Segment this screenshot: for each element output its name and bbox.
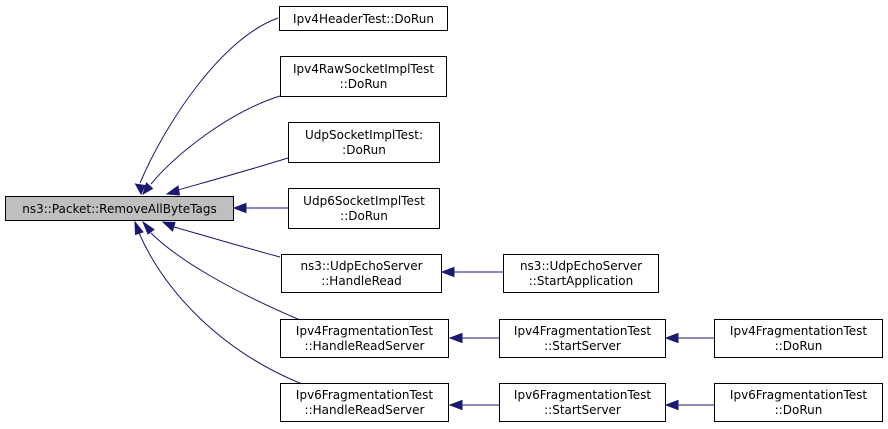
arrowhead — [134, 183, 146, 196]
node-box — [280, 319, 449, 358]
node-label-line2: :DoRun — [342, 143, 386, 157]
arrowhead — [440, 266, 455, 278]
node-box — [288, 188, 440, 229]
node-box — [714, 319, 883, 358]
arrowhead — [448, 332, 463, 344]
node-label-line1: Ipv6FragmentationTest — [730, 388, 867, 402]
node-label: ns3::Packet::RemoveAllByteTags — [22, 202, 216, 216]
edge-udpecho-read-to-root — [173, 226, 281, 258]
node-label-line2: ::DoRun — [340, 209, 388, 223]
node-ipv4raw[interactable]: Ipv4RawSocketImplTest ::DoRun — [280, 56, 447, 97]
node-label-line2: ::StartServer — [544, 403, 621, 417]
node-box — [499, 383, 666, 422]
node-box — [5, 196, 234, 221]
node-box — [280, 383, 449, 422]
node-root[interactable]: ns3::Packet::RemoveAllByteTags — [5, 196, 234, 221]
node-box — [279, 6, 448, 31]
node-box — [281, 254, 442, 293]
node-ipv4frag-run[interactable]: Ipv4FragmentationTest ::DoRun — [714, 319, 883, 358]
arrowhead — [134, 220, 144, 236]
node-label-line1: Ipv6FragmentationTest — [514, 388, 651, 402]
node-label-line2: ::DoRun — [775, 403, 823, 417]
arrowhead — [141, 220, 155, 235]
arrowhead — [142, 182, 154, 196]
node-label-line1: UdpSocketImplTest: — [305, 128, 423, 142]
node-label-line1: ns3::UdpEchoServer — [300, 259, 422, 273]
arrowhead — [448, 399, 463, 411]
node-label-line2: ::HandleReadServer — [305, 339, 425, 353]
edge-ipv4frag-read-to-root — [150, 232, 301, 321]
node-udp6sock[interactable]: Udp6SocketImplTest ::DoRun — [288, 188, 440, 229]
edge-ipv4header-to-root — [139, 17, 279, 184]
node-udpsock[interactable]: UdpSocketImplTest: :DoRun — [288, 122, 440, 163]
node-label-line1: Ipv6FragmentationTest — [296, 388, 433, 402]
node-label-line1: Ipv4FragmentationTest — [296, 324, 433, 338]
node-ipv6frag-start[interactable]: Ipv6FragmentationTest ::StartServer — [499, 383, 666, 422]
node-box — [503, 254, 659, 293]
node-label-line1: Udp6SocketImplTest — [303, 194, 425, 208]
node-label-line2: ::DoRun — [775, 339, 823, 353]
arrowhead — [161, 221, 176, 232]
node-ipv4frag-read[interactable]: Ipv4FragmentationTest ::HandleReadServer — [280, 319, 449, 358]
node-label-line2: ::DoRun — [340, 77, 388, 91]
node-ipv6frag-run[interactable]: Ipv6FragmentationTest ::DoRun — [714, 383, 883, 422]
arrowhead — [232, 202, 247, 214]
node-udpecho-read[interactable]: ns3::UdpEchoServer ::HandleRead — [281, 254, 442, 293]
node-box — [499, 319, 666, 358]
node-label-line2: ::StartApplication — [529, 274, 633, 288]
node-ipv4frag-start[interactable]: Ipv4FragmentationTest ::StartServer — [499, 319, 666, 358]
node-label-line2: ::HandleReadServer — [305, 403, 425, 417]
node-ipv6frag-read[interactable]: Ipv6FragmentationTest ::HandleReadServer — [280, 383, 449, 422]
arrowhead — [165, 185, 181, 196]
node-label: Ipv4HeaderTest::DoRun — [293, 12, 434, 26]
arrowhead — [664, 332, 679, 344]
edge-udpsock-to-root — [177, 157, 289, 191]
edge-ipv4raw-to-root — [150, 95, 281, 185]
node-ipv4header[interactable]: Ipv4HeaderTest::DoRun — [279, 6, 448, 31]
nodes: ns3::Packet::RemoveAllByteTags Ipv4Heade… — [5, 6, 883, 422]
edge-ipv6frag-read-to-root — [138, 232, 303, 385]
node-label-line1: Ipv4RawSocketImplTest — [293, 62, 434, 76]
node-label-line1: Ipv4FragmentationTest — [730, 324, 867, 338]
node-box — [280, 56, 447, 97]
edges — [134, 17, 714, 411]
node-box — [714, 383, 883, 422]
node-label-line2: ::StartServer — [544, 339, 621, 353]
node-udpecho-start[interactable]: ns3::UdpEchoServer ::StartApplication — [503, 254, 659, 293]
node-label-line2: ::HandleRead — [321, 274, 402, 288]
node-label-line1: ns3::UdpEchoServer — [520, 259, 642, 273]
arrowhead — [664, 399, 679, 411]
node-box — [288, 122, 440, 163]
node-label-line1: Ipv4FragmentationTest — [514, 324, 651, 338]
